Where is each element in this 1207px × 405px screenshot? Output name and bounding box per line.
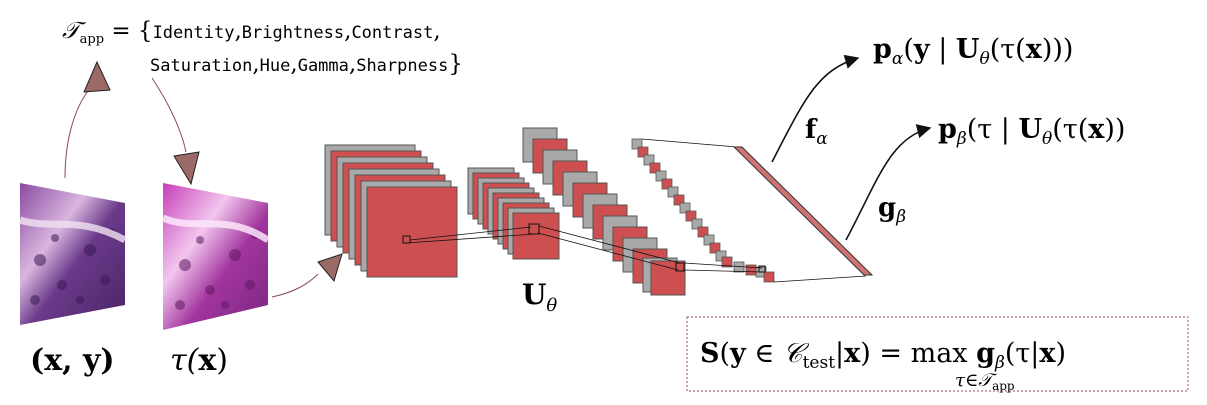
augmented-label: τ(x) <box>170 343 228 378</box>
score-max-subscript: τ∈𝒯app <box>955 370 1015 393</box>
arrow-transforms-to-augmented <box>151 77 200 186</box>
input-label: (x, y) <box>30 343 115 378</box>
network-block-2 <box>467 167 560 260</box>
arrow-augmented-to-network <box>271 253 343 298</box>
f-alpha-label: fα <box>805 115 828 149</box>
input-image <box>18 183 127 325</box>
g-beta-label: gβ <box>878 193 906 227</box>
p-alpha-output: pα(y | Uθ(τ(x))) <box>873 34 1073 69</box>
network-block-1 <box>324 144 458 278</box>
arrow-input-to-transforms <box>64 60 111 179</box>
transform-set-label: 𝒯app = {Identity,Brightness,Contrast, <box>62 18 441 47</box>
arrow-f-alpha <box>771 54 860 163</box>
arrow-g-beta <box>845 124 932 241</box>
augmented-image <box>161 183 270 330</box>
connection-lines <box>405 138 867 283</box>
score-formula: S(y ∈ 𝒞test|x) = max gβ(τ|x) <box>700 338 1066 373</box>
score-box <box>686 316 1189 392</box>
fc-layer <box>732 146 874 276</box>
p-beta-output: pβ(τ | Uθ(τ(x)) <box>938 114 1125 149</box>
transform-set-line2: Saturation,Hue,Gamma,Sharpness} <box>150 51 463 77</box>
network-label: Uθ <box>522 278 557 316</box>
network-block-3 <box>522 127 686 296</box>
